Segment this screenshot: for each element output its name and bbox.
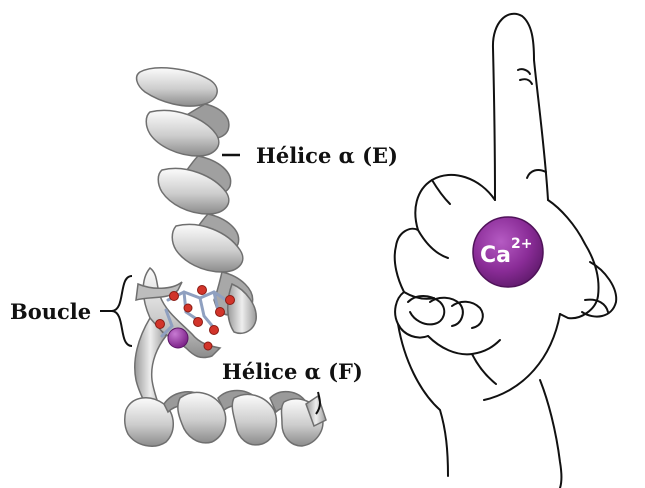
protein-ribbon bbox=[125, 68, 326, 446]
helix-f-ribbon bbox=[125, 391, 326, 447]
calcium-symbol: Ca bbox=[480, 243, 511, 268]
palm bbox=[428, 336, 500, 354]
helix-e-label: Hélice α (E) bbox=[256, 143, 398, 168]
loop-brace bbox=[112, 276, 132, 346]
label-loop: Boucle bbox=[10, 276, 132, 346]
label-helix-e: Hélice α (E) bbox=[222, 143, 398, 168]
wrist bbox=[540, 380, 562, 488]
index-finger bbox=[493, 14, 548, 200]
loop-label: Boucle bbox=[10, 299, 91, 324]
calcium-ion-large: Ca 2+ bbox=[473, 217, 543, 287]
calcium-charge: 2+ bbox=[511, 236, 532, 252]
calcium-ion-small bbox=[168, 328, 188, 348]
helix-f-label: Hélice α (F) bbox=[222, 359, 363, 384]
